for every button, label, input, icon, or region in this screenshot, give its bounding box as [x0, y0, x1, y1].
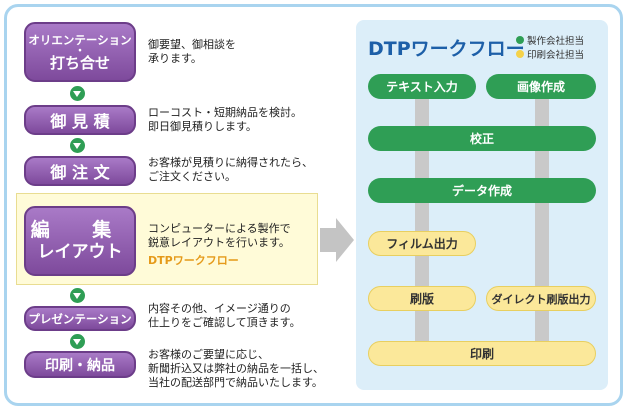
node-text-input-label: テキスト入力	[386, 80, 458, 94]
node-direct-plate-label: ダイレクト刷版出力	[491, 292, 591, 306]
node-proofreading: 校正	[368, 126, 596, 151]
desc-line: 新聞折込又は弊社の納品を一括し、	[148, 362, 324, 375]
step-order-desc: お客様が見積りに納得されたら、 ご注文ください。	[148, 156, 313, 184]
legend-item-production: 製作会社担当	[516, 35, 584, 49]
desc-line: 即日御見積りします。	[148, 120, 257, 133]
dtp-workflow-panel: DTPワークフロー 製作会社担当 印刷会社担当 テキスト入力 画像作成 校正 デ…	[356, 20, 608, 390]
desc-line: ご注文ください。	[148, 170, 236, 183]
desc-line: コンピューターによる製作で	[148, 222, 291, 235]
workflow-title: DTPワークフロー	[368, 38, 525, 60]
step-estimate: 御 見 積	[24, 105, 136, 135]
desc-line: お客様が見積りに納得されたら、	[148, 156, 313, 169]
step-presentation-label: プレゼンテーション	[28, 311, 132, 326]
node-printing: 印刷	[368, 341, 596, 366]
node-image-creation-label: 画像作成	[516, 80, 565, 94]
node-image-creation: 画像作成	[486, 74, 596, 99]
node-film-output-label: フィルム出力	[386, 237, 458, 251]
step-presentation: プレゼンテーション	[24, 306, 136, 331]
desc-line: 内容その他、イメージ通りの	[148, 302, 291, 315]
step-orientation-label-1: オリエンテーション	[28, 33, 132, 47]
node-text-input: テキスト入力	[368, 74, 476, 99]
node-plate-making: 刷版	[368, 286, 476, 311]
node-proofreading-label: 校正	[469, 132, 494, 146]
step-presentation-desc: 内容その他、イメージ通りの 仕上りをご確認して頂きます。	[148, 302, 301, 330]
node-data-creation: データ作成	[368, 178, 596, 203]
step-edit-layout: 編 集 レイアウト	[24, 206, 136, 276]
desc-line: 鋭意レイアウトを行います。	[148, 236, 290, 249]
down-arrow-icon	[70, 138, 85, 153]
dtp-workflow-link[interactable]: DTPワークフロー	[148, 254, 239, 267]
down-arrow-icon	[70, 334, 85, 349]
step-print-delivery: 印刷・納品	[24, 351, 136, 378]
step-orientation-desc: 御要望、御相談を 承ります。	[148, 38, 236, 66]
legend-label: 印刷会社担当	[527, 50, 585, 61]
node-film-output: フィルム出力	[368, 231, 476, 256]
desc-line: ローコスト・短期納品を検討。	[148, 106, 302, 119]
desc-line: 当社の配送部門で納品いたします。	[148, 376, 323, 389]
step-estimate-desc: ローコスト・短期納品を検討。 即日御見積りします。	[148, 106, 302, 134]
step-orientation: オリエンテーション ・ 打ち合せ	[24, 22, 136, 82]
node-data-creation-label: データ作成	[451, 184, 512, 198]
workflow-legend: 製作会社担当 印刷会社担当	[516, 35, 584, 63]
down-arrow-icon	[70, 86, 85, 101]
step-print-delivery-desc: お客様のご要望に応じ、 新聞折込又は弊社の納品を一括し、 当社の配送部門で納品い…	[148, 348, 324, 390]
legend-label: 製作会社担当	[527, 36, 585, 47]
step-order: 御 注 文	[24, 156, 136, 186]
step-edit-label-2: レイアウト	[37, 242, 123, 262]
legend-item-printing: 印刷会社担当	[516, 49, 584, 63]
right-arrow-icon	[320, 218, 354, 262]
node-plate-making-label: 刷版	[409, 292, 434, 306]
desc-line: 仕上りをご確認して頂きます。	[148, 316, 301, 329]
desc-line: 承ります。	[148, 52, 202, 65]
step-edit-desc: コンピューターによる製作で 鋭意レイアウトを行います。 DTPワークフロー	[148, 222, 291, 268]
legend-dot-yellow	[516, 50, 524, 58]
node-printing-label: 印刷	[469, 347, 494, 361]
step-orientation-dot: ・	[75, 46, 85, 57]
step-order-label: 御 注 文	[50, 163, 110, 182]
step-print-delivery-label: 印刷・納品	[45, 357, 115, 374]
node-direct-plate: ダイレクト刷版出力	[486, 286, 596, 311]
desc-line: 御要望、御相談を	[148, 38, 236, 51]
step-orientation-label-2: 打ち合せ	[49, 54, 110, 72]
step-edit-label-1: 編 集	[30, 219, 130, 241]
legend-dot-green	[516, 36, 524, 44]
down-arrow-icon	[70, 288, 85, 303]
step-estimate-label: 御 見 積	[50, 112, 110, 131]
desc-line: お客様のご要望に応じ、	[148, 348, 269, 361]
